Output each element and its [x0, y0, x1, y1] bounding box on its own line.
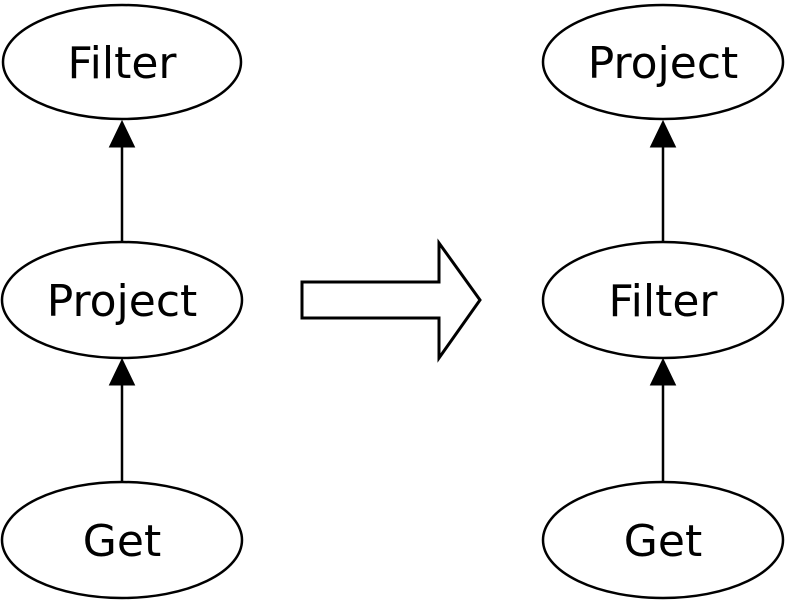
node-label: Get — [624, 516, 702, 567]
node-ellipse — [541, 3, 785, 121]
right-edge-middle-to-top — [649, 119, 677, 242]
right-block-arrow-icon — [300, 238, 482, 363]
node-label: Project — [588, 38, 739, 89]
node-label: Project — [47, 276, 198, 327]
arrowhead-up-icon — [108, 357, 136, 386]
arrowhead-up-icon — [649, 357, 677, 386]
right-node-bottom: Get — [541, 480, 785, 600]
transform-arrow — [300, 238, 482, 363]
arrowhead-up-icon — [108, 119, 136, 148]
left-node-bottom: Get — [0, 480, 244, 600]
right-node-top: Project — [541, 3, 785, 121]
right-plan-tree: Project Filter Get — [541, 3, 785, 600]
arrowhead-up-icon — [649, 119, 677, 148]
node-label: Filter — [609, 276, 719, 327]
left-edge-middle-to-top — [108, 119, 136, 242]
node-label: Filter — [68, 38, 178, 89]
left-node-top: Filter — [1, 3, 243, 121]
node-label: Get — [83, 516, 161, 567]
right-edge-bottom-to-middle — [649, 357, 677, 482]
left-edge-bottom-to-middle — [108, 357, 136, 482]
left-plan-tree: Filter Project Get — [0, 3, 244, 600]
right-node-middle: Filter — [541, 240, 785, 360]
left-node-middle: Project — [0, 240, 244, 360]
node-ellipse — [1, 3, 243, 121]
